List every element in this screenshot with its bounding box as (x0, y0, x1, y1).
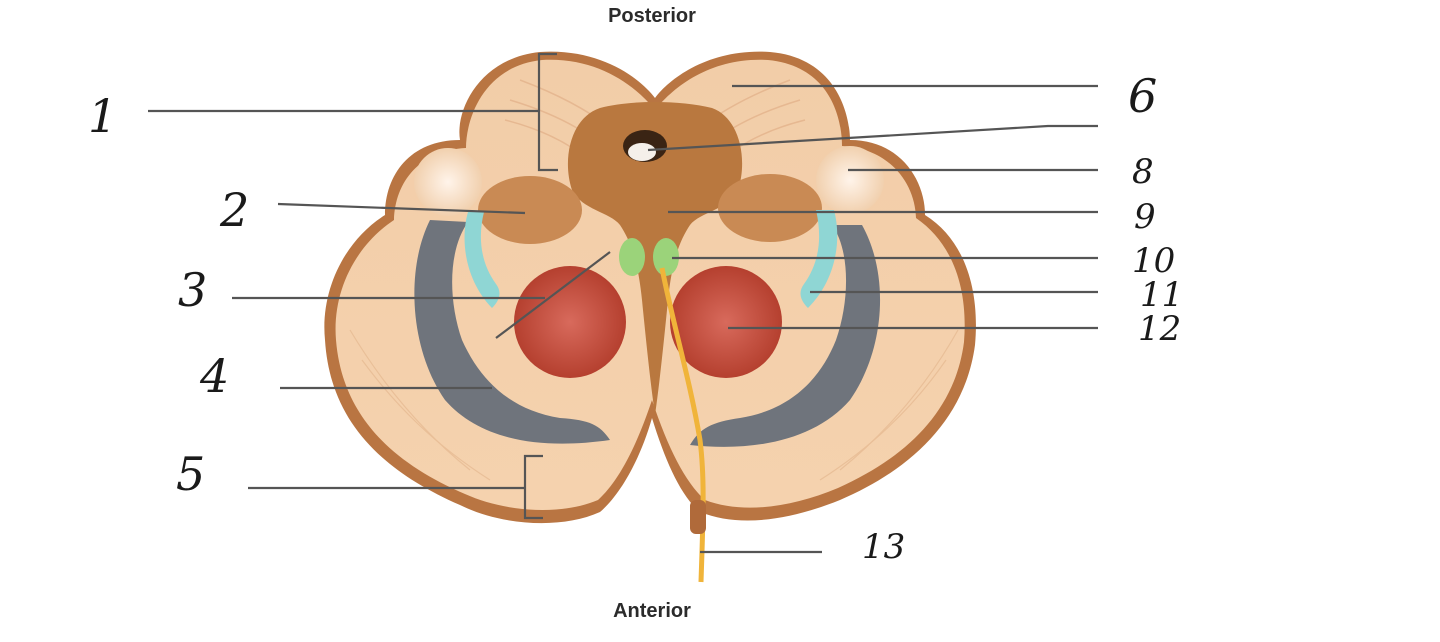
label-1: 1 (88, 89, 117, 143)
label-13: 13 (862, 527, 905, 567)
right-gray-band (690, 225, 881, 447)
aqueduct (623, 130, 667, 162)
nerve-root-sheath (690, 500, 706, 534)
label-6: 6 (1128, 69, 1157, 123)
leader-lines-right (647, 84, 1098, 554)
anterior-label: Anterior (613, 600, 691, 622)
left-bulge (414, 148, 482, 216)
left-green-nucleus (619, 238, 645, 276)
right-bulge (816, 146, 884, 214)
right-green-nucleus (653, 238, 679, 276)
label-2: 2 (219, 183, 249, 237)
label-11: 11 (1140, 275, 1183, 315)
left-teal-band (464, 212, 500, 308)
label-3: 3 (178, 263, 207, 317)
right-red-nucleus (670, 266, 782, 378)
label-8: 8 (1132, 152, 1154, 192)
label-10: 10 (1132, 241, 1175, 281)
left-red-nucleus (514, 266, 626, 378)
striations-lateral (349, 329, 959, 481)
right-speckled-nucleus (718, 174, 822, 242)
posterior-label: Posterior (608, 5, 696, 27)
label-5: 5 (176, 447, 205, 501)
leader-lines-left (148, 52, 611, 520)
left-speckled-nucleus (478, 176, 582, 244)
label-12: 12 (1138, 309, 1181, 349)
label-4: 4 (199, 349, 229, 403)
handwritten-labels: 1 2 3 4 5 6 8 9 10 11 12 13 (88, 69, 1183, 567)
label-9: 9 (1134, 197, 1156, 237)
